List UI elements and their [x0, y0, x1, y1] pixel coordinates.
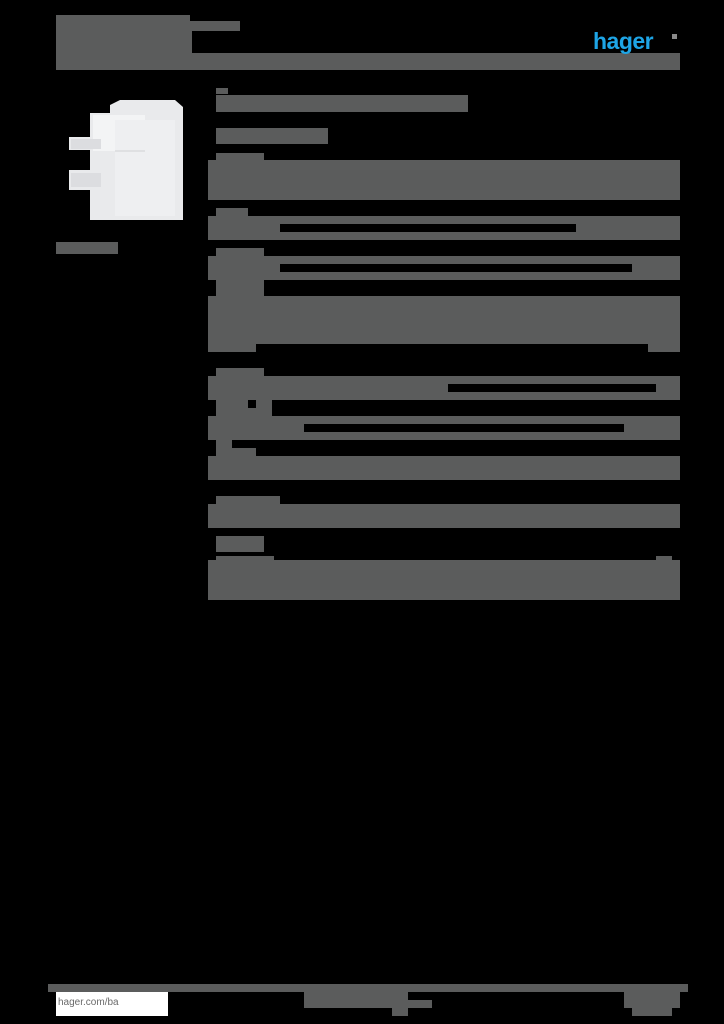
section-row [208, 160, 680, 200]
section-label [216, 368, 264, 378]
row-separator [280, 264, 632, 272]
section-label [216, 536, 264, 552]
product-image [55, 95, 195, 235]
section-label [216, 153, 264, 163]
row-separator [304, 424, 624, 432]
section-row [208, 560, 680, 600]
header-subtitle-bar [56, 53, 680, 70]
footer-url[interactable]: hager.com/ba [58, 997, 119, 1008]
label-gap [248, 400, 256, 408]
row-separator [256, 344, 648, 352]
section-row [208, 456, 680, 480]
row-separator [280, 224, 576, 232]
label-gap [272, 400, 280, 408]
footer-center-text [304, 992, 408, 1008]
section-row [208, 504, 680, 528]
section-label [216, 208, 248, 218]
section-row-header [216, 556, 274, 560]
section-label [216, 400, 272, 416]
header-title-line-1 [56, 15, 190, 23]
product-title [216, 88, 228, 94]
product-title-bar [216, 95, 468, 112]
section-label [216, 448, 256, 456]
section-row-header-right [656, 556, 672, 560]
section-label-continued [216, 280, 264, 296]
header-title-line-2 [56, 31, 192, 53]
logo-mark-icon [672, 34, 677, 39]
footer-rule [48, 984, 688, 992]
row-separator [448, 384, 656, 392]
footer-page-text [624, 992, 680, 1008]
section-row [208, 296, 680, 352]
footer-center-text-2 [392, 1000, 432, 1008]
product-subtitle [216, 128, 328, 144]
product-caption [56, 242, 118, 254]
hager-logo: hager [593, 28, 654, 54]
footer-center-text-3 [392, 1008, 408, 1016]
section-label [216, 496, 280, 506]
footer-url-box [56, 992, 168, 1016]
header-title-line-1b [56, 21, 240, 31]
footer-page-text-2 [632, 1008, 672, 1016]
